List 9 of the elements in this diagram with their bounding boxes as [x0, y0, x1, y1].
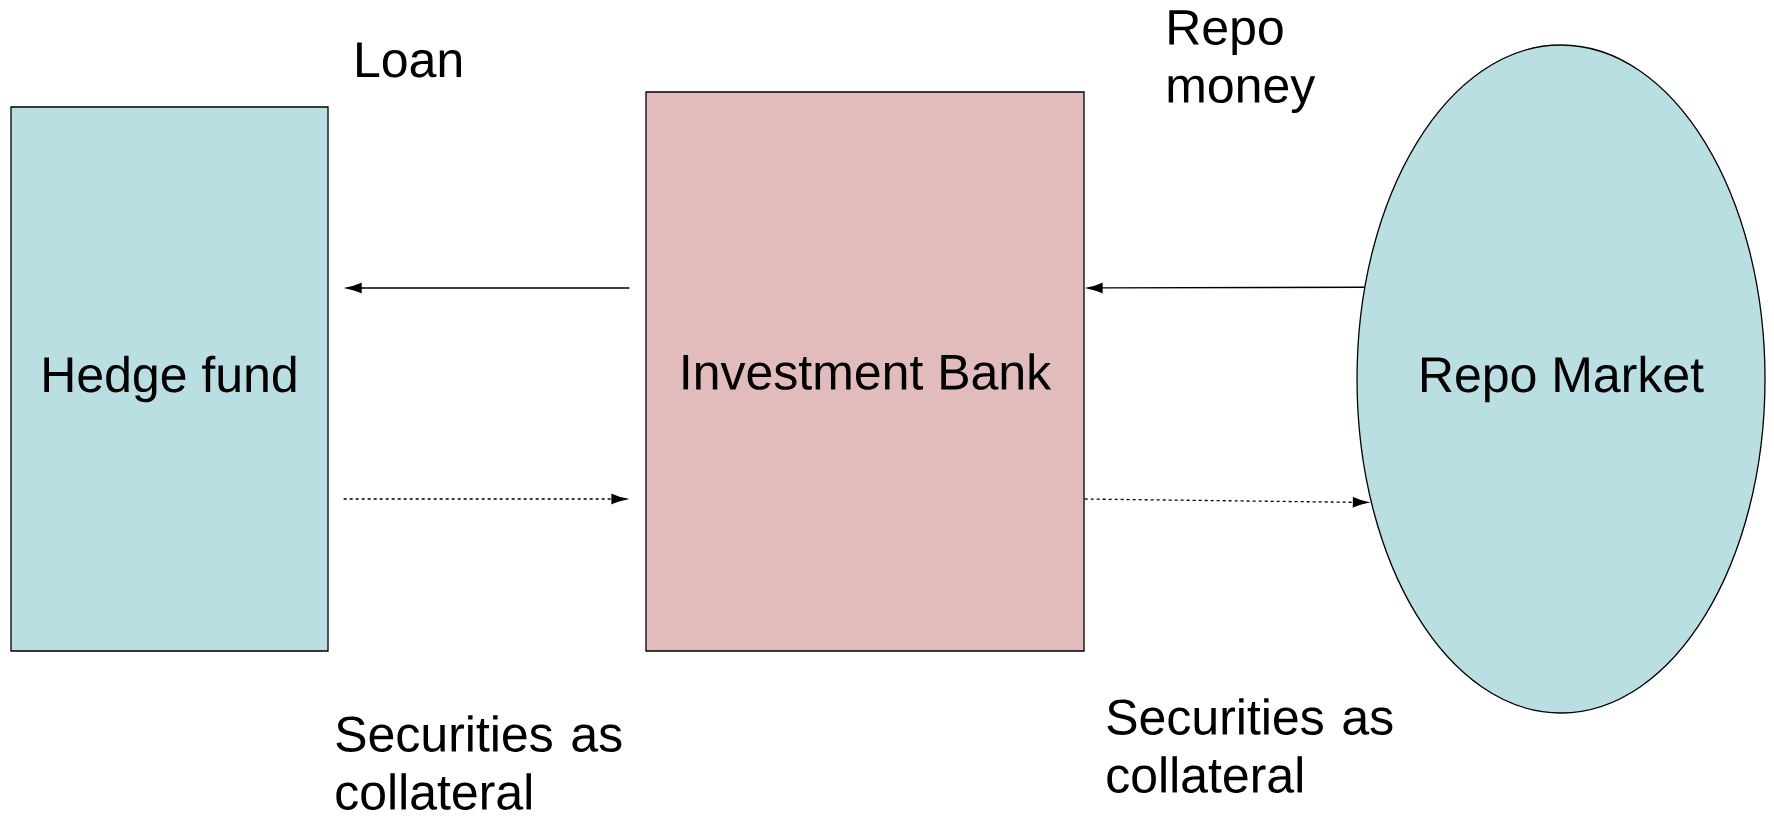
arrow: [346, 282, 630, 294]
edge-label: Repo money: [1168, 10, 1316, 113]
hedge-fund-box: Hedge fund: [10, 106, 329, 652]
edge-label: Securities as collateral: [336, 715, 622, 810]
arrow: [1087, 282, 1365, 294]
edge-label: Loan: [357, 42, 461, 78]
arrow: [1084, 497, 1369, 508]
bank-box: Investment Bank: [645, 91, 1085, 652]
arrow: [343, 493, 627, 505]
